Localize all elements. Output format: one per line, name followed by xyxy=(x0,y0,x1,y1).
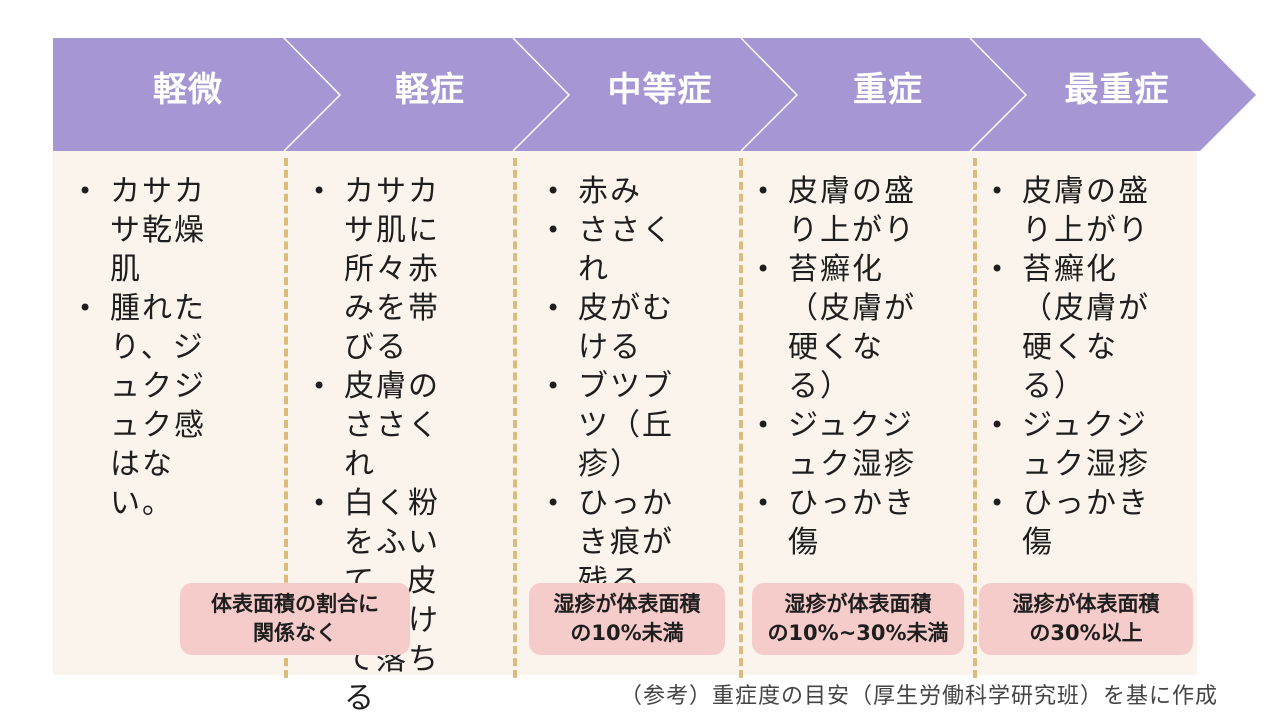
stage-title-most-severe: 最重症 xyxy=(1064,70,1170,110)
area-badge-text: 体表面積の割合に 関係なく xyxy=(211,592,379,645)
area-badge-moderate: 湿疹が体表面積 の10%未満 xyxy=(529,583,725,655)
symptom-list: カサカサ乾燥肌 腫れたり、ジュクジュク感はない。 xyxy=(76,172,214,523)
symptom-item: ささくれ xyxy=(546,211,684,289)
symptom-column-mild-minor: カサカサ乾燥肌 腫れたり、ジュクジュク感はない。 xyxy=(76,172,214,523)
symptom-item: 皮がむける xyxy=(546,289,684,367)
stage-title-severe: 重症 xyxy=(853,70,923,110)
symptom-item: ジュクジュク湿疹 xyxy=(756,406,926,484)
symptom-item: カサカサ乾燥肌 xyxy=(78,172,214,289)
symptom-column-severe: 皮膚の盛り上がり 苔癬化（皮膚が硬くなる） ジュクジュク湿疹 ひっかき傷 xyxy=(754,172,926,562)
symptom-item: ひっかき傷 xyxy=(756,484,926,562)
column-divider-4 xyxy=(973,158,977,678)
symptom-item: 赤み xyxy=(546,172,684,211)
chevron-separator-2 xyxy=(512,37,571,152)
area-badge-most-severe: 湿疹が体表面積 の30%以上 xyxy=(979,583,1193,655)
area-badge-text: 湿疹が体表面積 の30%以上 xyxy=(1012,592,1160,645)
symptom-item: 皮膚のささくれ xyxy=(312,367,448,484)
area-badge-severe: 湿疹が体表面積 の10%~30%未満 xyxy=(752,583,964,655)
area-badge-text: 湿疹が体表面積 の10%未満 xyxy=(553,592,701,645)
chevron-separator-3 xyxy=(740,37,799,152)
symptom-item: 皮膚の盛り上がり xyxy=(990,172,1160,250)
area-badge-mild: 体表面積の割合に 関係なく xyxy=(180,583,410,655)
symptom-item: 皮膚の盛り上がり xyxy=(756,172,926,250)
symptom-item: 苔癬化（皮膚が硬くなる） xyxy=(756,250,926,406)
symptom-item: ひっかき痕が残る xyxy=(546,484,684,601)
symptom-column-moderate: 赤み ささくれ 皮がむける ブツブツ（丘疹） ひっかき痕が残る xyxy=(544,172,684,601)
symptom-item: ひっかき傷 xyxy=(990,484,1160,562)
symptom-list: 皮膚の盛り上がり 苔癬化（皮膚が硬くなる） ジュクジュク湿疹 ひっかき傷 xyxy=(988,172,1160,562)
chevron-separator-4 xyxy=(969,37,1028,152)
chevron-band xyxy=(53,38,1256,151)
stage-title-mild: 軽症 xyxy=(395,70,465,110)
source-note: （参考）重症度の目安（厚生労働科学研究班）を基に作成 xyxy=(619,684,1218,709)
column-divider-1 xyxy=(284,158,288,678)
area-badge-text: 湿疹が体表面積 の10%~30%未満 xyxy=(767,592,949,645)
column-divider-2 xyxy=(513,158,517,678)
stage-title-moderate: 中等症 xyxy=(607,70,713,110)
symptom-item: ジュクジュク湿疹 xyxy=(990,406,1160,484)
stage-title-mild-minor: 軽微 xyxy=(153,70,223,110)
symptom-list: 赤み ささくれ 皮がむける ブツブツ（丘疹） ひっかき痕が残る xyxy=(544,172,684,601)
chevron-separator-1 xyxy=(283,37,342,152)
symptom-item: カサカサ肌に所々赤みを帯びる xyxy=(312,172,448,367)
severity-chevron-bar xyxy=(53,37,1256,152)
symptom-column-most-severe: 皮膚の盛り上がり 苔癬化（皮膚が硬くなる） ジュクジュク湿疹 ひっかき傷 xyxy=(988,172,1160,562)
symptom-item: 腫れたり、ジュクジュク感はない。 xyxy=(78,289,214,523)
symptom-item: ブツブツ（丘疹） xyxy=(546,367,684,484)
column-divider-3 xyxy=(739,158,743,678)
symptom-item: 苔癬化（皮膚が硬くなる） xyxy=(990,250,1160,406)
symptom-list: 皮膚の盛り上がり 苔癬化（皮膚が硬くなる） ジュクジュク湿疹 ひっかき傷 xyxy=(754,172,926,562)
